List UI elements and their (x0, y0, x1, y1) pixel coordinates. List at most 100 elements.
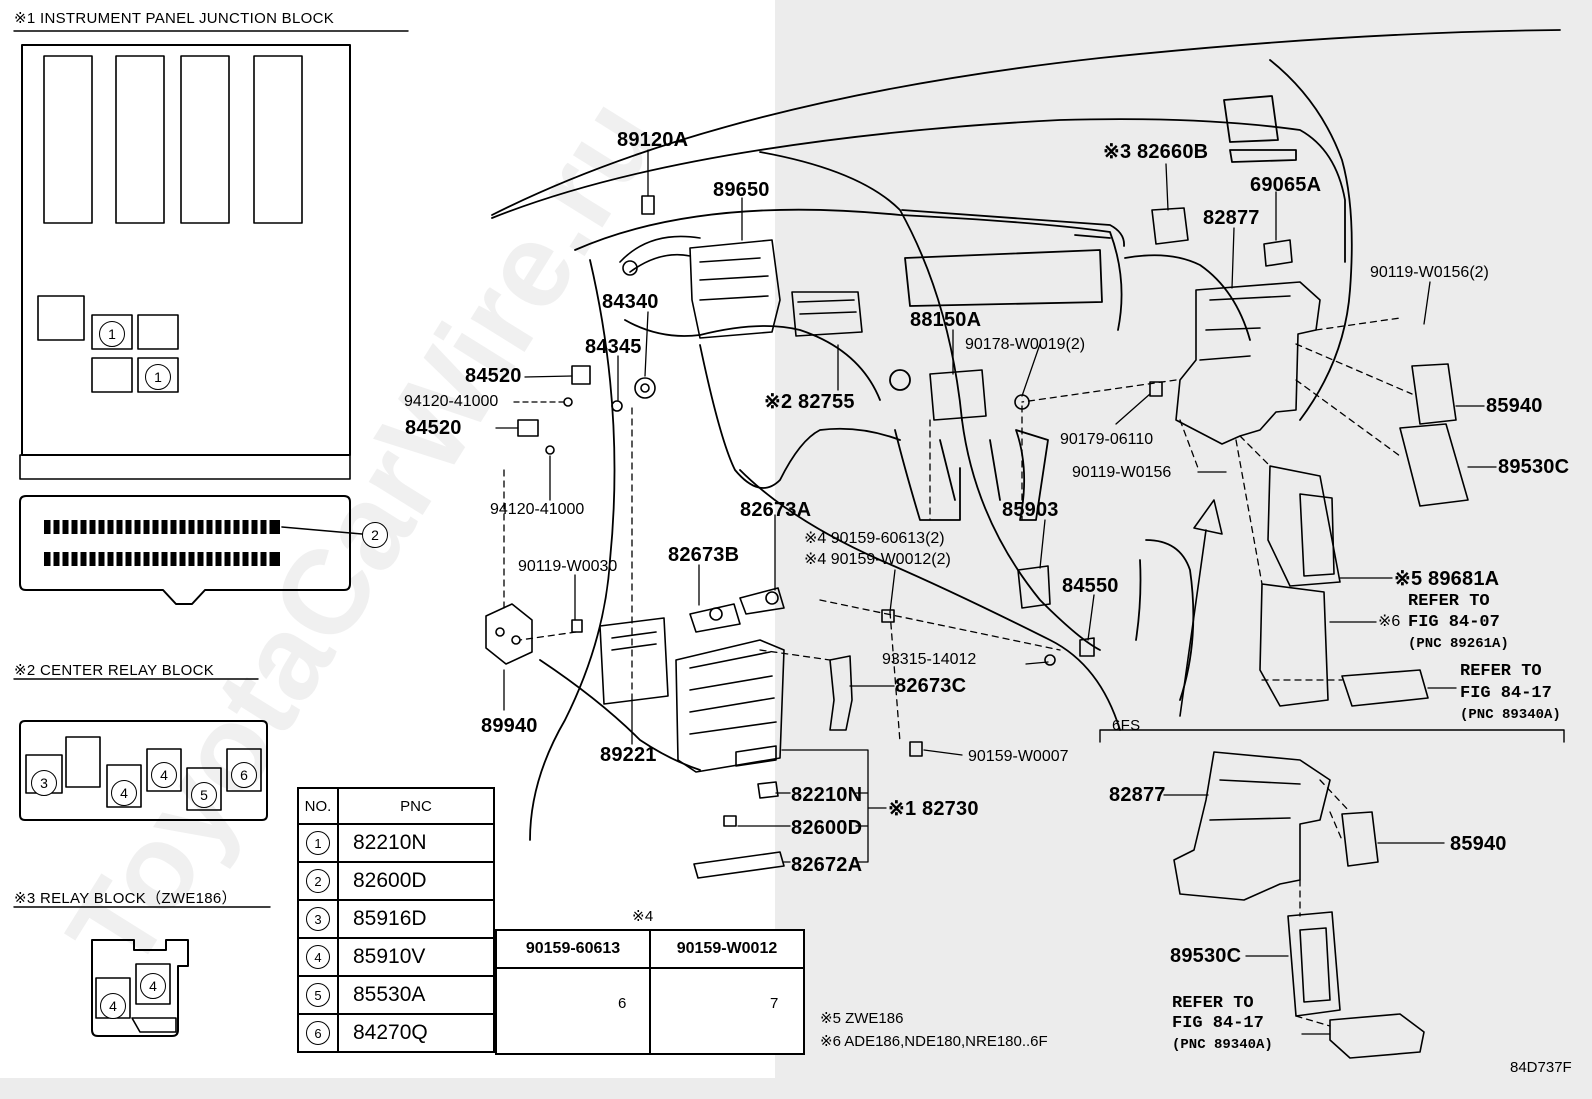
part-label: 85940 (1450, 833, 1507, 855)
table-row: 3 85916D (297, 899, 495, 939)
refer-to-label: REFER TO (1460, 662, 1542, 681)
table-row: 1 82210N (297, 823, 495, 863)
row-pnc: 85530A (337, 975, 495, 1015)
row-pnc: 85910V (337, 937, 495, 977)
row-pnc: 82210N (337, 823, 495, 863)
pnc-table-head-no: NO. (297, 787, 339, 825)
callout-3: 3 (31, 770, 57, 796)
part-label: 90179-06110 (1060, 431, 1154, 448)
bolt-col-2: 90159-W0012 (649, 929, 805, 969)
part-label: 85903 (1002, 499, 1059, 521)
dashboard-outline (491, 29, 1561, 841)
part-label: 93315-14012 (882, 651, 977, 668)
note-models: ※6 ADE186,NDE180,NRE180..6F (820, 1033, 1048, 1050)
pnc-ref-label: (PNC 89261A) (1408, 636, 1509, 652)
section-title-center-relay-block: ※2 CENTER RELAY BLOCK (14, 662, 215, 679)
part-label: ※2 82755 (764, 391, 855, 413)
part-label: 89650 (713, 179, 770, 201)
part-label: 90178-W0019(2) (965, 336, 1086, 353)
table-row: 6 84270Q (297, 1013, 495, 1053)
part-label: 82673A (740, 499, 812, 521)
pnc-ref-label: (PNC 89340A) (1460, 707, 1561, 723)
callout-4: 4 (151, 762, 177, 788)
part-label: 89221 (600, 744, 657, 766)
part-label: 90159-W0007 (968, 748, 1069, 765)
note-zwe186: ※5 ZWE186 (820, 1010, 904, 1027)
part-label: 84520 (465, 365, 522, 387)
row-number: 6 (306, 1021, 330, 1045)
part-label: 90119-W0156 (1072, 464, 1172, 481)
part-label: 84520 (405, 417, 462, 439)
part-label: 94120-41000 (490, 501, 585, 518)
part-label: 94120-41000 (404, 393, 499, 410)
row-pnc: 84270Q (337, 1013, 495, 1053)
row-pnc: 82600D (337, 861, 495, 901)
row-number: 3 (306, 907, 330, 931)
center-relay-block-drawing (13, 678, 268, 821)
callout-4: 4 (100, 993, 126, 1019)
part-label: ※3 82660B (1103, 141, 1209, 163)
table-row: 5 85530A (297, 975, 495, 1015)
note-marker: ※6 (1378, 613, 1401, 630)
callout-4: 4 (140, 973, 166, 999)
part-label: ※5 89681A (1394, 568, 1500, 590)
row-number: 5 (306, 983, 330, 1007)
part-label: 82877 (1203, 207, 1260, 229)
part-label: 90119-W0030 (518, 558, 618, 575)
bolt-cell-1 (495, 967, 651, 1055)
part-label: 90119-W0156(2) (1370, 264, 1489, 281)
row-number: 4 (306, 945, 330, 969)
callout-1: 1 (145, 364, 171, 390)
table-row: 2 82600D (297, 861, 495, 901)
part-label: 89530C (1170, 945, 1242, 967)
callout-2: 2 (362, 522, 388, 548)
bolt-table: 90159-60613 90159-W0012 (495, 929, 805, 1055)
bolt-dim-1: 6 (618, 995, 627, 1012)
section-title-junction-block: ※1 INSTRUMENT PANEL JUNCTION BLOCK (14, 10, 335, 27)
fig-ref-label: FIG 84-07 (1408, 613, 1500, 632)
callout-6: 6 (231, 762, 257, 788)
part-label: 82672A (791, 854, 863, 876)
section-title-relay-block: ※3 RELAY BLOCK（ZWE186） (14, 890, 237, 907)
row-number: 1 (306, 831, 330, 855)
callout-1: 1 (99, 321, 125, 347)
bolt-dim-2: 7 (770, 995, 779, 1012)
callout-5: 5 (191, 782, 217, 808)
part-label: 69065A (1250, 174, 1322, 196)
part-label: ※4 90159-W0012(2) (804, 551, 951, 568)
part-label: 82673C (895, 675, 967, 697)
part-label: 82877 (1109, 784, 1166, 806)
refer-to-label: REFER TO (1408, 592, 1490, 611)
callout-4: 4 (111, 780, 137, 806)
leader-lines (495, 149, 1497, 1035)
part-label: 89120A (617, 129, 689, 151)
section-title-bolts: ※4 (632, 908, 654, 925)
section-title-6fs: 6FS (1112, 717, 1141, 734)
pnc-table: NO. PNC 1 82210N 2 82600D 3 85916D 4 859… (297, 787, 495, 1053)
part-label: 82673B (668, 544, 740, 566)
table-row: 4 85910V (297, 937, 495, 977)
part-label: 85940 (1486, 395, 1543, 417)
pnc-table-head-pnc: PNC (337, 787, 495, 825)
part-label: 84340 (602, 291, 659, 313)
bolt-cell-2 (649, 967, 805, 1055)
part-label: 84550 (1062, 575, 1119, 597)
bottom-strip (0, 1078, 1592, 1099)
part-label: ※1 82730 (888, 798, 979, 820)
part-label: ※4 90159-60613(2) (804, 530, 945, 547)
part-label: 89940 (481, 715, 538, 737)
row-pnc: 85916D (337, 899, 495, 939)
row-number: 2 (306, 869, 330, 893)
refer-to-label: REFER TO (1172, 994, 1254, 1013)
bolt-col-1: 90159-60613 (495, 929, 651, 969)
figure-id: 84D737F (1510, 1059, 1572, 1076)
right-shaded-panel (775, 0, 1592, 1099)
fig-ref-label: FIG 84-17 (1172, 1014, 1264, 1033)
part-label: 84345 (585, 336, 642, 358)
part-label: 89530C (1498, 456, 1570, 478)
junction-block-drawing (13, 30, 409, 605)
pnc-ref-label: (PNC 89340A) (1172, 1037, 1273, 1053)
part-label: 82600D (791, 817, 863, 839)
